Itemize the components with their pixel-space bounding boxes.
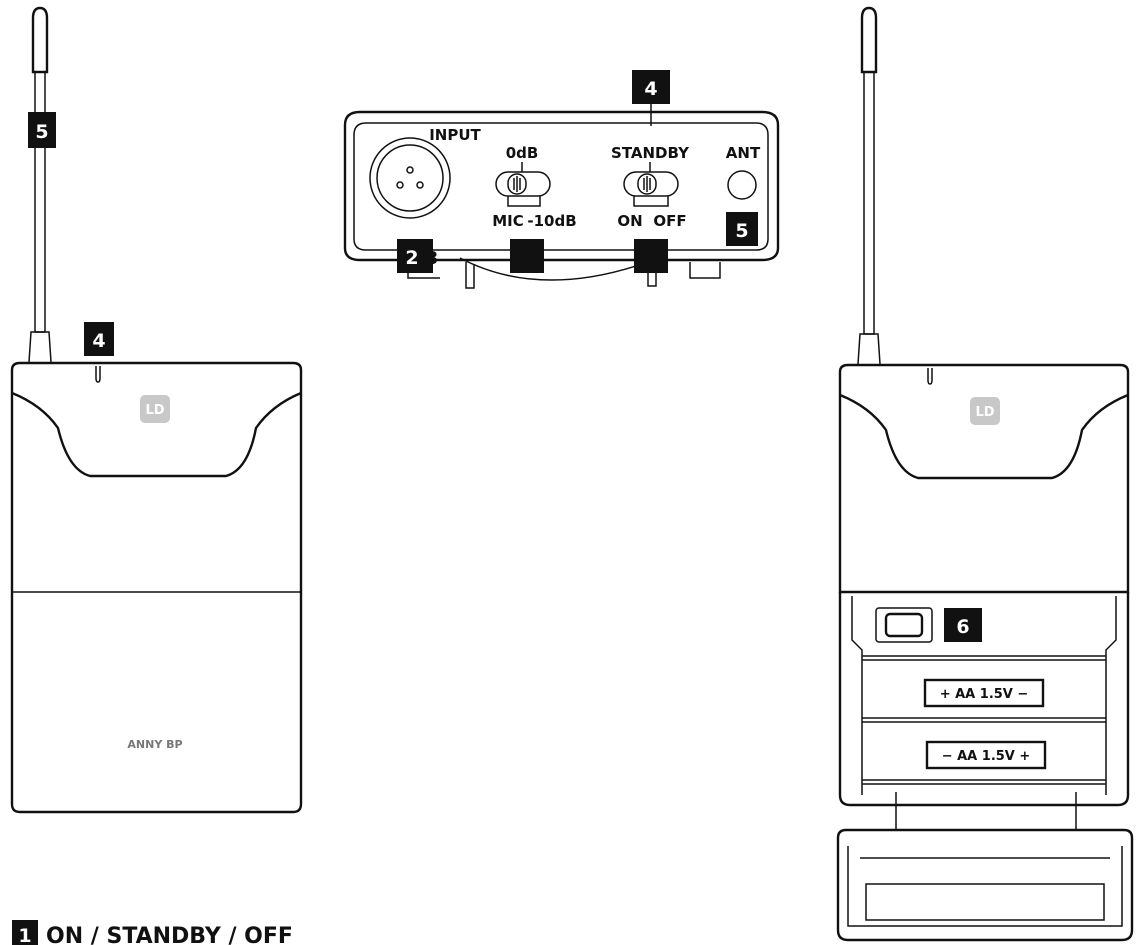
gain-switch[interactable] [495,171,551,197]
marker-3-label: 3 [426,248,439,269]
marker-1 [12,920,38,945]
front-body: LD ANNY BP [10,361,303,814]
gain-0db-label: 0dB [506,144,539,162]
marker-4-top-label: 4 [644,78,657,100]
marker-4-front [84,322,114,356]
front-logo-badge [140,395,170,423]
gain-minus10db-label: -10dB [527,212,576,230]
battery-compartment: 6 + AA 1.5V − − AA 1.5V + [838,592,1130,807]
marker-6-label: 6 [956,616,969,638]
marker-standby-blank [634,239,668,273]
marker-2-label: 2 [405,247,418,269]
standby-off-label: OFF [653,212,686,230]
marker-1-label: 1 [18,925,31,945]
battery-2-label: − AA 1.5V + [942,749,1031,764]
back-logo-badge [970,397,1000,425]
marker-5-front-label: 5 [35,121,48,143]
caption-text: ON / STANDBY / OFF [46,924,293,945]
marker-2 [397,239,433,273]
front-view: 5 4 LD ANNY BP 1 ON / STANDBY / OFF [10,6,303,945]
marker-5-front [28,112,56,148]
back-logo: LD [975,405,994,420]
standby-on-label: ON [617,212,642,230]
battery-slot-1 [923,678,1045,708]
marker-gain-blank [510,239,544,273]
battery-slot-2 [925,740,1047,770]
input-label: INPUT [429,126,481,144]
battery-1-label: + AA 1.5V − [940,687,1029,702]
xlr-input-connector[interactable] [369,137,451,219]
pair-button[interactable] [884,612,924,638]
marker-4-top [632,70,670,104]
marker-6 [944,608,982,642]
marker-4-front-label: 4 [92,330,105,352]
ant-label: ANT [726,144,761,162]
antenna-jack[interactable] [727,170,757,200]
marker-5-top [726,212,758,246]
standby-switch[interactable] [623,171,679,197]
back-body: LD [838,363,1130,594]
pair-button-housing [875,607,933,643]
marker-5-top-label: 5 [735,220,748,242]
back-antenna [857,6,881,365]
back-view: LD 6 + AA 1.5V − − AA 1.5V + [836,6,1134,942]
standby-label: STANDBY [611,144,690,162]
front-logo: LD [145,403,164,418]
battery-door [836,792,1134,942]
top-panel: 4 INPUT 0dB MIC -10dB [343,70,780,289]
front-antenna [28,6,52,363]
gain-mic-label: MIC [492,212,524,230]
front-model-label: ANNY BP [127,738,182,751]
